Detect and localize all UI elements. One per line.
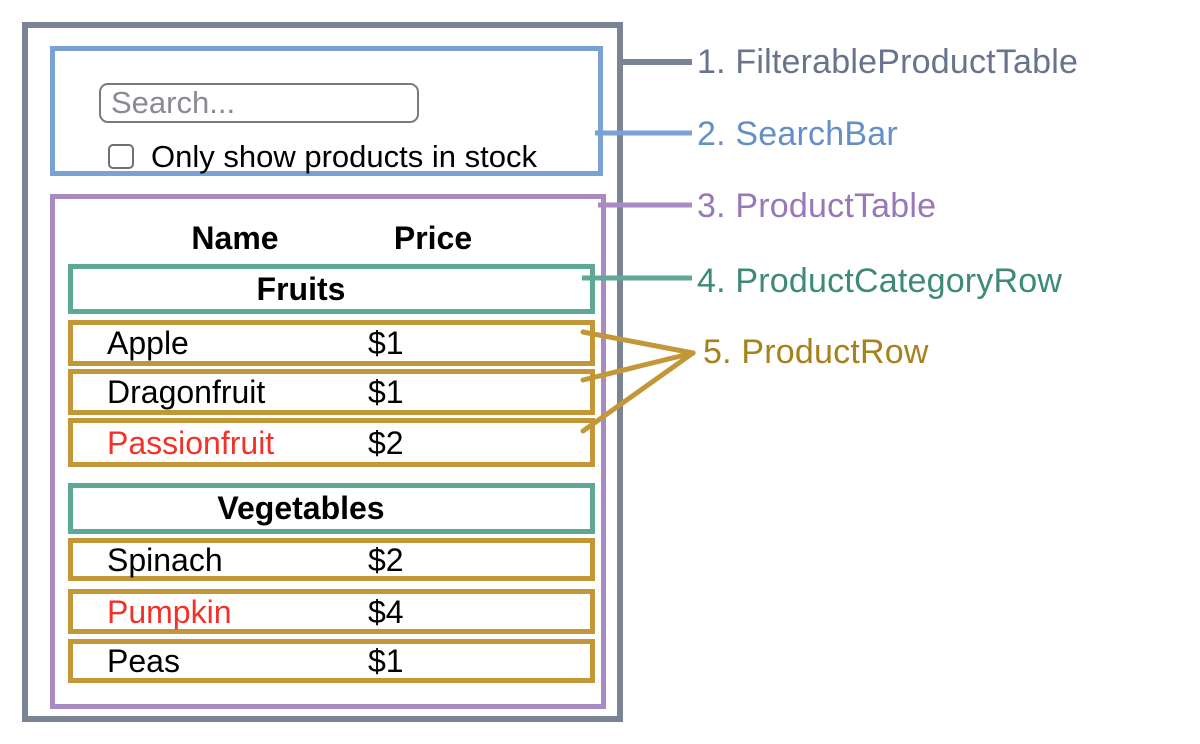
product-name: Spinach <box>107 541 223 578</box>
product-price: $1 <box>368 374 404 410</box>
product-price: $1 <box>368 325 404 361</box>
legend-product-category-row: 4. ProductCategoryRow <box>697 262 1063 300</box>
legend-search-bar: 2. SearchBar <box>697 115 898 153</box>
product-name-out-of-stock: Pumpkin <box>107 593 232 630</box>
category-label: Fruits <box>256 271 346 307</box>
legend-product-table: 3. ProductTable <box>697 187 937 225</box>
product-price: $2 <box>368 541 404 578</box>
legend-product-row: 5. ProductRow <box>703 333 929 371</box>
category-label: Vegetables <box>217 490 385 526</box>
product-row: Spinach $2 <box>68 538 595 581</box>
product-row: Pumpkin $4 <box>68 589 595 634</box>
product-category-row: Fruits <box>68 264 595 314</box>
product-row: Peas $1 <box>68 639 595 683</box>
legend-filterable-product-table: 1. FilterableProductTable <box>697 43 1079 81</box>
product-price: $1 <box>368 643 404 679</box>
product-row: Passionfruit $2 <box>68 418 595 467</box>
in-stock-checkbox-label: Only show products in stock <box>151 139 537 174</box>
product-row: Apple $1 <box>68 320 595 366</box>
column-header-price: Price <box>393 220 473 256</box>
product-name-out-of-stock: Passionfruit <box>107 424 275 461</box>
search-input[interactable] <box>99 83 419 123</box>
product-name: Dragonfruit <box>107 374 266 410</box>
product-price: $4 <box>368 593 404 630</box>
product-row: Dragonfruit $1 <box>68 369 595 415</box>
product-category-row: Vegetables <box>68 483 595 534</box>
product-name: Peas <box>107 643 180 679</box>
column-header-name: Name <box>191 220 279 256</box>
product-name: Apple <box>107 325 189 361</box>
filterable-product-table-box: Only show products in stock Name Price F… <box>22 22 623 722</box>
in-stock-checkbox[interactable] <box>108 144 134 169</box>
product-table-box: Name Price Fruits Apple $1 Dragonfruit $… <box>50 194 606 709</box>
product-price: $2 <box>368 424 404 461</box>
search-bar-box: Only show products in stock <box>50 46 603 176</box>
